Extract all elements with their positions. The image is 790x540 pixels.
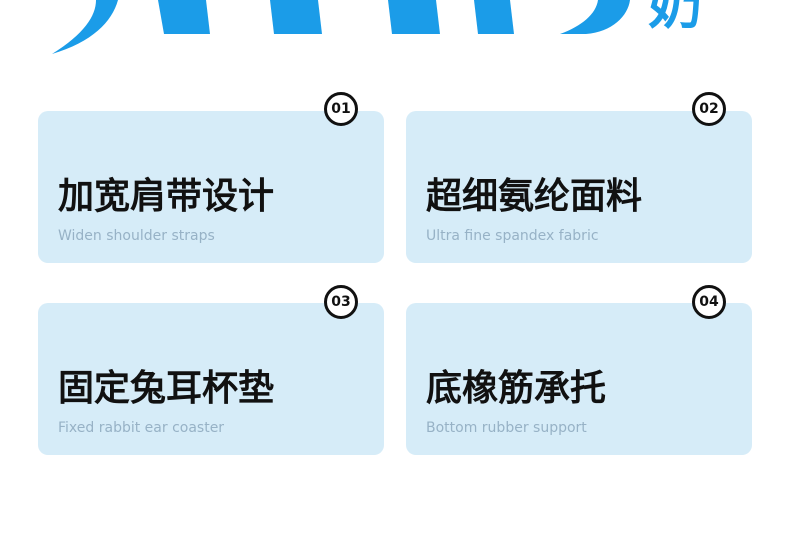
feature-number-badge-3: 03 bbox=[324, 285, 358, 319]
hero-swoosh-shape bbox=[52, 0, 118, 54]
feature-card-subtitle: Bottom rubber support bbox=[426, 420, 587, 436]
feature-card-subtitle: Widen shoulder straps bbox=[58, 228, 215, 244]
feature-card-4: 底橡筋承托 Bottom rubber support bbox=[406, 303, 752, 455]
feature-number-badge-1: 01 bbox=[324, 92, 358, 126]
hero-heading-char: 奶 bbox=[648, 0, 702, 36]
hero-decorative-shapes bbox=[52, 0, 630, 54]
feature-card-1: 加宽肩带设计 Widen shoulder straps bbox=[38, 111, 384, 263]
feature-number-badge-4: 04 bbox=[692, 285, 726, 319]
feature-card-title: 固定兔耳杯垫 bbox=[58, 368, 275, 409]
hero-letter-curve bbox=[548, 0, 630, 34]
feature-card-subtitle: Ultra fine spandex fabric bbox=[426, 228, 599, 244]
hero-letter-stem-1 bbox=[158, 0, 210, 34]
hero-banner: 奶 bbox=[0, 0, 790, 70]
feature-card-title: 超细氨纶面料 bbox=[426, 176, 643, 217]
hero-letter-stem-4 bbox=[474, 0, 514, 34]
feature-card-title: 底橡筋承托 bbox=[426, 368, 607, 409]
feature-card-2: 超细氨纶面料 Ultra fine spandex fabric bbox=[406, 111, 752, 263]
feature-number-badge-2: 02 bbox=[692, 92, 726, 126]
hero-letter-stem-2 bbox=[270, 0, 322, 34]
hero-letter-stem-3 bbox=[388, 0, 440, 34]
feature-card-3: 固定兔耳杯垫 Fixed rabbit ear coaster bbox=[38, 303, 384, 455]
feature-card-title: 加宽肩带设计 bbox=[58, 176, 275, 217]
feature-card-subtitle: Fixed rabbit ear coaster bbox=[58, 420, 225, 436]
